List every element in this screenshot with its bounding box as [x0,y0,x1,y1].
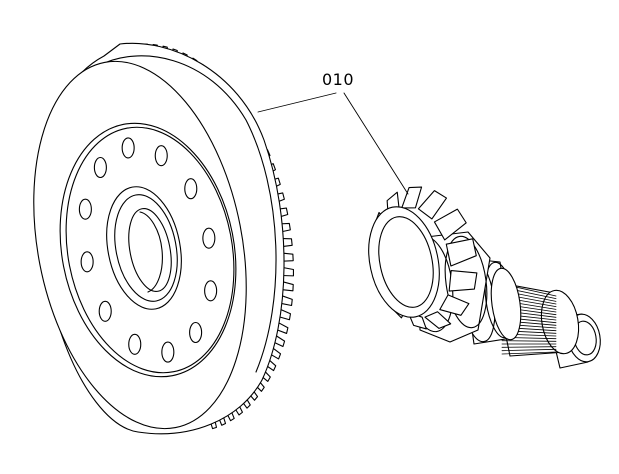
pinion-gear [368,186,601,369]
bolt-hole [121,137,135,159]
pinion-tooth [445,238,477,267]
bolt-hole [154,145,168,167]
ring-gear-face-inner-rim [65,126,235,374]
ring-gear-face-bevel [59,122,237,378]
spline-ridge [501,351,557,355]
spline-ridge [501,340,557,342]
spline-ridge [501,348,557,352]
callout-leader-lines [257,92,409,195]
bolt-hole [189,321,203,344]
bolt-hole [98,300,112,322]
leader-to-ring-gear [257,92,337,113]
pinion-tooth [401,186,423,209]
bolt-hole [93,156,107,179]
bolt-hole [204,280,218,302]
bolt-hole [78,198,92,220]
pinion-tooth [433,208,467,241]
leader-to-pinion-gear [343,92,409,195]
ring-gear [33,42,294,435]
ring-gear-bore-depth [139,211,163,293]
pinion-tooth [417,190,448,220]
pinion-tooth [424,311,452,329]
pinion-tooth [448,269,478,292]
pinion-tooth [439,294,470,316]
part-number-callout: 010 [322,70,355,89]
pinion-front-face [368,206,440,318]
bolt-hole [128,333,142,355]
ring-gear-hub-rim [114,194,178,302]
bolt-hole [184,178,198,200]
bolt-hole [202,227,216,249]
bolt-hole [161,341,175,363]
ring-gear-back-edge [97,55,277,373]
ring-gear-center-bore [128,208,172,292]
ring-gear-bolt-holes [78,137,218,363]
pinion-front-face-inner [378,216,434,308]
bolt-hole [80,251,94,273]
spline-ridge [501,346,557,348]
